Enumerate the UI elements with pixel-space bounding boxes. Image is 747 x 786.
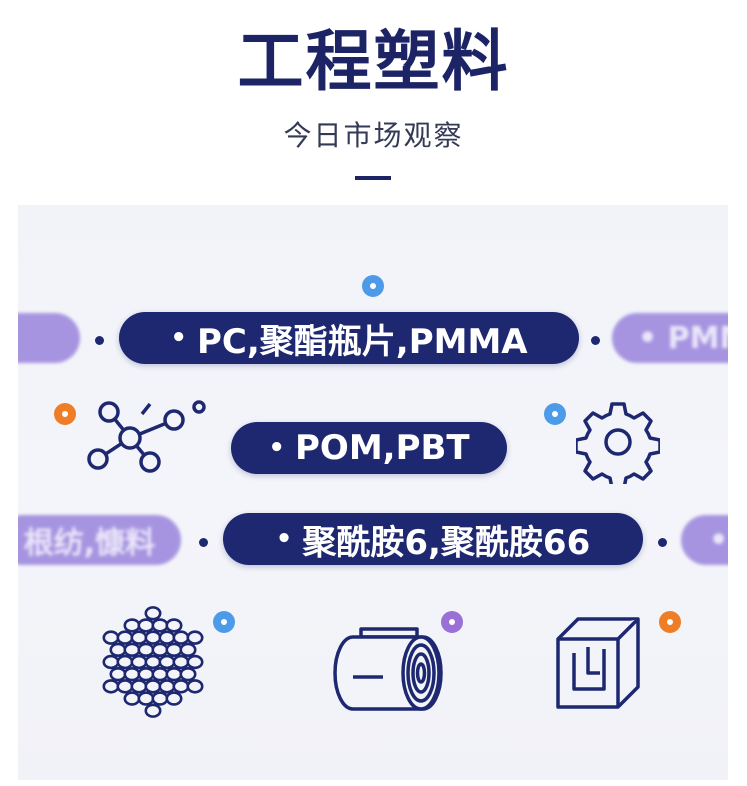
fiber-cell — [109, 666, 127, 682]
fiber-cell — [130, 679, 148, 694]
accent-dot — [362, 275, 384, 297]
fiber-cell — [151, 642, 169, 658]
fiber-cell — [165, 642, 183, 658]
molecule-icon — [87, 400, 206, 473]
accent-dot — [441, 611, 463, 633]
category-pill-pc-pet-pmma[interactable]: • PC,聚酯瓶片,PMMA — [119, 312, 579, 364]
fiber-cell — [144, 703, 162, 718]
fiber-cell — [130, 654, 148, 670]
fiber-cell — [144, 679, 162, 694]
molded-part-icon — [556, 617, 640, 709]
fiber-bundle-icon — [102, 606, 204, 718]
fiber-cell — [116, 679, 134, 694]
category-pill-pa6-pa66[interactable]: • 聚酰胺6,聚酰胺66 — [223, 513, 643, 565]
pill-bullet: • — [268, 433, 285, 463]
accent-dot — [544, 403, 566, 425]
fiber-cell — [158, 654, 176, 670]
separator-dot — [95, 336, 104, 345]
fiber-cell — [102, 654, 120, 670]
film-roll-icon — [333, 627, 443, 711]
page-subtitle: 今日市场观察 — [283, 119, 464, 152]
faded-pill-label: • PMM — [638, 320, 728, 356]
fiber-cell — [172, 679, 190, 694]
separator-dot — [658, 538, 667, 547]
fiber-cell — [158, 679, 176, 694]
accent-dot — [659, 611, 681, 633]
faded-pill-right-row1: • PMM — [612, 313, 728, 363]
fiber-cell — [137, 642, 155, 658]
header: 工程塑料 今日市场观察 — [0, 0, 747, 205]
fiber-cell — [186, 630, 204, 645]
fiber-cell — [130, 630, 148, 645]
fiber-cell — [137, 691, 155, 706]
faded-pill-label: • — [709, 522, 728, 558]
materials-panel: • PC,聚酯瓶片,PMMA • PMM • POM,PBT — [18, 205, 728, 780]
category-pill-pom-pbt[interactable]: • POM,PBT — [231, 422, 507, 474]
fiber-cell — [102, 679, 120, 694]
faded-pill-left-row1 — [18, 313, 80, 363]
fiber-cell — [144, 654, 162, 670]
pill-label: 聚酰胺6,聚酰胺66 — [302, 522, 591, 563]
accent-dot — [213, 611, 235, 633]
fiber-cell — [123, 691, 141, 706]
faded-pill-label: 根纺,慷料 — [23, 526, 156, 561]
fiber-cell — [151, 666, 169, 682]
pill-label: POM,PBT — [295, 428, 470, 468]
title-divider — [355, 176, 391, 180]
fiber-cell — [144, 606, 162, 621]
fiber-cell — [186, 654, 204, 670]
fiber-cell — [179, 642, 197, 658]
fiber-cell — [123, 618, 141, 633]
fiber-cell — [144, 630, 162, 645]
fiber-cell — [116, 654, 134, 670]
fiber-cell — [102, 630, 120, 645]
fiber-cell — [165, 691, 183, 706]
pill-bullet: • — [275, 524, 293, 554]
fiber-cell — [109, 642, 127, 658]
fiber-cell — [172, 630, 190, 645]
gear-icon — [576, 402, 660, 484]
fiber-cell — [172, 654, 190, 670]
accent-dot — [54, 403, 76, 425]
fiber-cell — [123, 666, 141, 682]
faded-pill-right-row3: • — [681, 515, 728, 565]
faded-pill-left-row3: 根纺,慷料 — [18, 515, 181, 565]
pill-bullet: • — [170, 323, 187, 353]
fiber-cell — [151, 691, 169, 706]
pill-label: PC,聚酯瓶片,PMMA — [197, 321, 528, 362]
page-title: 工程塑料 — [237, 23, 510, 100]
separator-dot — [199, 538, 208, 547]
fiber-cell — [179, 666, 197, 682]
fiber-cell — [137, 666, 155, 682]
fiber-cell — [123, 642, 141, 658]
fiber-cell — [116, 630, 134, 645]
fiber-cell — [137, 618, 155, 633]
separator-dot — [591, 336, 600, 345]
fiber-cell — [158, 630, 176, 645]
fiber-cell — [165, 618, 183, 633]
fiber-cell — [151, 618, 169, 633]
fiber-cell — [186, 679, 204, 694]
fiber-cell — [165, 666, 183, 682]
